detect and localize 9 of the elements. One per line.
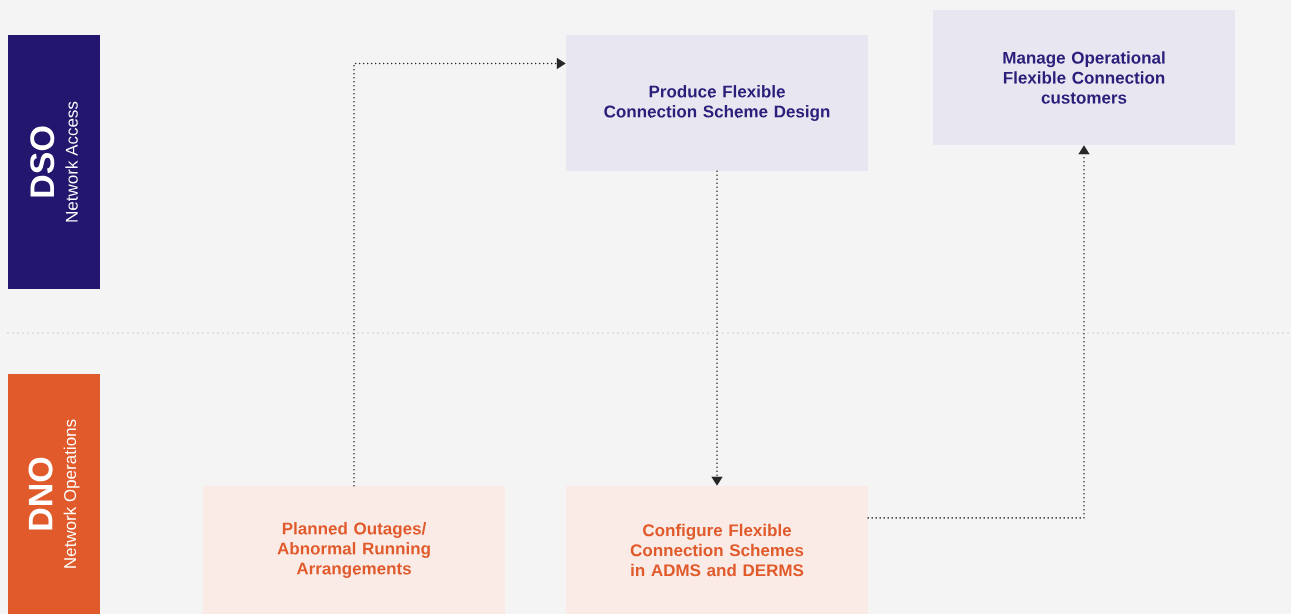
process-box: Produce Flexible Connection Scheme Design: [566, 35, 868, 171]
process-box: Manage Operational Flexible Connection customers: [933, 10, 1235, 145]
lane-label: DNO Network Operations: [8, 374, 100, 614]
arrow: [353, 57, 566, 487]
arrow: [867, 145, 1090, 519]
process-box: Configure Flexible Connection Schemes in ADMS and DERMS: [566, 486, 868, 614]
process-box: Planned Outages/ Abnormal Running Arrangements: [203, 486, 505, 614]
arrow: [711, 170, 723, 486]
lane-label: DSO Network Access: [8, 35, 100, 289]
